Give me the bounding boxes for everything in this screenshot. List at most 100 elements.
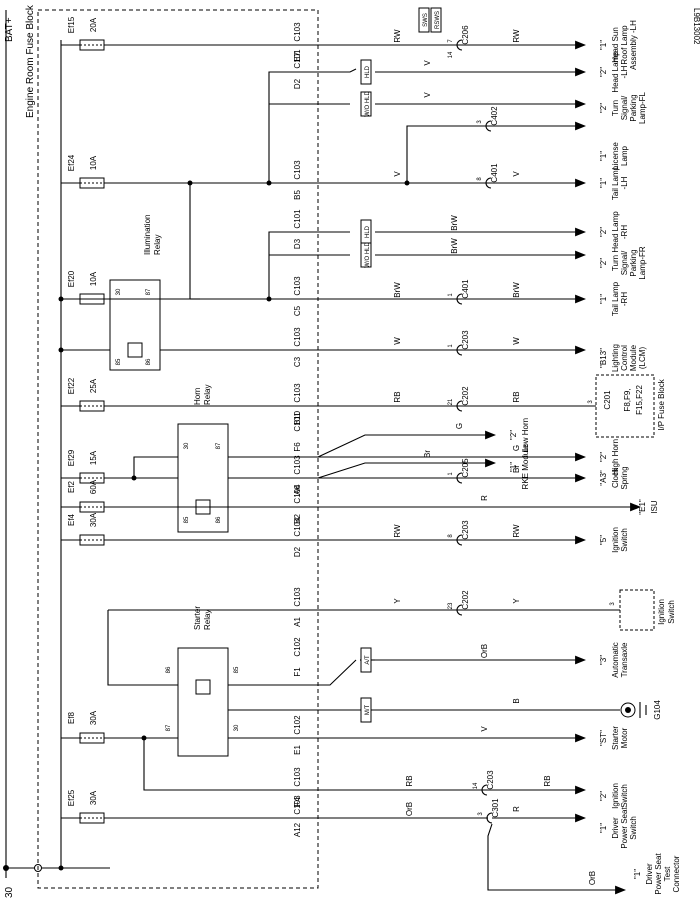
wire-low-horn xyxy=(317,430,497,458)
wire-color-16a: OrB xyxy=(405,802,414,816)
inline-conn-1: C402 xyxy=(490,106,499,126)
starter-relay-name: Relay xyxy=(203,610,212,630)
wire-color-15a: RB xyxy=(405,775,414,786)
inline-pin-5: 21 xyxy=(448,398,454,405)
badge-nohld-lh-box xyxy=(360,91,372,117)
inline-pin-9: 14 xyxy=(473,782,479,789)
battery-node xyxy=(3,865,9,871)
component-name-19: Test xyxy=(663,866,672,881)
badge-mt-box xyxy=(360,697,372,723)
starter-85-wire xyxy=(228,659,357,686)
component-pin-17: "2" xyxy=(599,791,608,801)
component-pin-10: "2" xyxy=(599,452,608,462)
wire-color-11b: Y xyxy=(512,598,521,604)
ground-center xyxy=(625,707,631,713)
component-pin-0: "1" xyxy=(599,40,608,50)
wire-color-16b: R xyxy=(512,806,521,812)
component-name-3: License xyxy=(611,142,620,170)
connector-8: C103 xyxy=(293,455,302,475)
ip-fuse-conn: C201 xyxy=(603,390,612,410)
wire-d2 xyxy=(310,68,357,73)
inline-connector-symbol xyxy=(485,177,492,189)
fuse-name-5: Ef2 xyxy=(67,480,76,493)
fuse-rating-3: 25A xyxy=(89,378,98,393)
inline-connector-symbol xyxy=(481,784,488,796)
wire-color-4a: BrW xyxy=(393,282,402,298)
wire-color-10a: RW xyxy=(393,524,402,538)
inline-pin-10: 3 xyxy=(478,812,484,816)
wire-color-5a: W xyxy=(393,337,402,345)
inline-connector-symbol xyxy=(456,293,463,305)
horn-p85: 85 xyxy=(184,516,190,523)
badge-rsws-box xyxy=(430,7,442,33)
component-pin-16: "ST" xyxy=(599,730,608,746)
connector-11: C103 xyxy=(293,587,302,607)
badge-rsws: RSWS xyxy=(435,11,441,29)
inline-connector-symbol xyxy=(456,39,463,51)
connector-pin-0: E7 xyxy=(293,52,302,62)
component-name-5: -RH xyxy=(620,225,629,239)
inline-pin-3: 1 xyxy=(448,293,454,297)
connector-12: C102 xyxy=(293,637,302,657)
horn-p87: 87 xyxy=(216,442,222,449)
inline-connector-symbol xyxy=(456,400,463,412)
inline-pin-6: 1 xyxy=(448,472,454,476)
connector-pin-4: C5 xyxy=(293,305,302,316)
ign-box-name: Ignition xyxy=(657,599,666,625)
wire-color-13a: B xyxy=(512,698,521,703)
connector-10: C104 xyxy=(293,517,302,537)
connector-15: C103 xyxy=(293,795,302,815)
inline-conn-7: C203 xyxy=(461,520,470,540)
component-name-9: Low Horn xyxy=(521,418,530,452)
component-name-12: Spring xyxy=(620,466,629,489)
wire-color-12a: OrB xyxy=(480,644,489,658)
inline-connector-symbol xyxy=(456,534,463,546)
connector-pin-13: E1 xyxy=(293,745,302,755)
fuse-rating-1: 10A xyxy=(89,155,98,170)
bat-label: BAT+ xyxy=(4,17,15,42)
component-name-8: Control xyxy=(620,345,629,371)
component-name-2: Parking xyxy=(629,94,638,121)
wire-rke xyxy=(317,458,497,479)
inline-conn-10: C301 xyxy=(491,798,500,818)
component-pin-1: "2" xyxy=(599,67,608,77)
connector-pin-9: B2 xyxy=(293,514,302,524)
component-pin-6: "2" xyxy=(599,258,608,268)
ip-fuse-name: I/P Fuse Block xyxy=(657,378,666,430)
wire-color-1b: V xyxy=(423,92,432,98)
wire-color-17a: OrB xyxy=(588,871,597,885)
starter-p30: 30 xyxy=(234,724,240,731)
starter-p85: 85 xyxy=(234,666,240,673)
connector-1: C101 xyxy=(293,49,302,69)
wire-color-11a: Y xyxy=(393,598,402,604)
ip-fuse-list: F8,F9, xyxy=(623,388,632,411)
component-name-0: Roof Lamp xyxy=(620,25,629,65)
connector-pin-11: A1 xyxy=(293,617,302,627)
ign-box-pin: 3 xyxy=(610,602,616,606)
inline-connector-symbol xyxy=(485,120,492,132)
illumination-relay-coil xyxy=(127,342,143,358)
wire-color-14a: V xyxy=(480,726,489,732)
component-name-1: -LH xyxy=(620,65,629,78)
connector-2: C103 xyxy=(293,160,302,180)
inline-pin-8: 23 xyxy=(448,602,454,609)
component-name-1: Head Lamp xyxy=(611,51,620,93)
wire-color-8a: Br xyxy=(423,450,432,458)
bus-node xyxy=(58,865,64,871)
component-pin-11: "1" xyxy=(509,462,518,472)
wire-color-2b: V xyxy=(512,171,521,177)
inline-conn-5: C202 xyxy=(461,386,470,406)
wire-color-3a: BrW xyxy=(450,215,459,231)
component-name-4: -LH xyxy=(620,176,629,189)
illumination-relay-name: Illumination xyxy=(143,215,152,255)
wire-color-8b: Br xyxy=(512,465,521,473)
badge-nohld-rh-box xyxy=(360,242,372,268)
wire-d2-stem xyxy=(268,71,310,183)
connector-pin-1: D2 xyxy=(293,78,302,89)
wire-color-0a: RW xyxy=(393,29,402,43)
inline-conn-9: C203 xyxy=(486,770,495,790)
illum-p86: 86 xyxy=(146,358,152,365)
fuse-name-6: Ef4 xyxy=(67,513,76,526)
starter-loop xyxy=(107,610,178,686)
